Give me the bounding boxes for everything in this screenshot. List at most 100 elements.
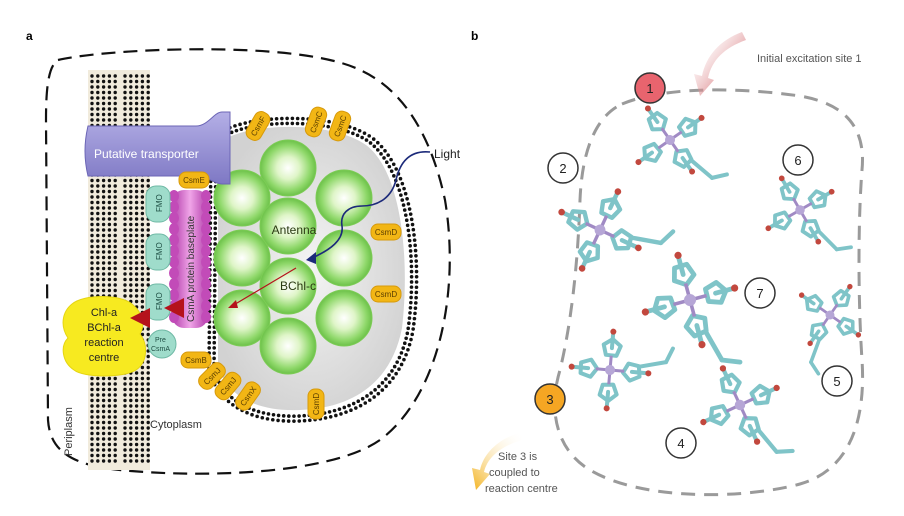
lipid-dot bbox=[412, 316, 417, 321]
lipid-dot bbox=[410, 222, 415, 227]
lipid-dot bbox=[261, 411, 266, 415]
lipid-dot bbox=[96, 415, 100, 419]
lipid-dot bbox=[129, 96, 133, 100]
site-5: 5 bbox=[821, 365, 853, 397]
lipid-dot bbox=[113, 448, 117, 452]
lipid-dot bbox=[414, 269, 419, 274]
lipid-dot bbox=[146, 118, 150, 122]
lipid-dot bbox=[101, 453, 106, 458]
lipid-dot bbox=[129, 398, 133, 403]
lipid-dot bbox=[90, 387, 94, 392]
lipid-dot bbox=[129, 200, 133, 205]
lipid-dot bbox=[413, 248, 418, 253]
lipid-dot bbox=[123, 426, 127, 430]
lipid-dot bbox=[113, 200, 117, 205]
lipid-dot bbox=[123, 118, 127, 122]
lipid-dot bbox=[134, 294, 139, 298]
bchl-molecule bbox=[635, 105, 729, 180]
lipid-dot bbox=[123, 437, 127, 441]
baseplate-label: CsmA protein baseplate bbox=[186, 215, 197, 322]
lipid-dot bbox=[101, 96, 106, 100]
lipid-dot bbox=[281, 414, 286, 418]
lipid-dot bbox=[107, 288, 112, 293]
reaction-centre: Chl-a BChl-a reaction centre bbox=[62, 296, 146, 377]
csma-label: CsmA bbox=[151, 346, 170, 353]
lipid-dot bbox=[323, 416, 328, 420]
csm-protein: CsmJ bbox=[214, 371, 242, 401]
lipid-dot bbox=[96, 250, 100, 254]
lipid-dot bbox=[96, 85, 100, 89]
lipid-dot bbox=[364, 138, 369, 142]
lipid-dot bbox=[134, 74, 139, 78]
lipid-dot bbox=[129, 250, 133, 254]
lipid-dot bbox=[134, 79, 139, 84]
lipid-dot bbox=[101, 189, 106, 194]
lipid-dot bbox=[356, 399, 361, 404]
light-path bbox=[311, 151, 431, 259]
lipid-dot bbox=[123, 288, 127, 293]
lipid-dot bbox=[129, 283, 133, 287]
csm-protein-body bbox=[214, 371, 242, 401]
lipid-dot bbox=[129, 211, 133, 216]
lipid-dot bbox=[301, 116, 305, 121]
lipid-dot bbox=[90, 420, 94, 425]
lipid-dot bbox=[413, 306, 418, 310]
baseplate-bump bbox=[169, 190, 179, 202]
lipid-dot bbox=[351, 131, 355, 136]
lipid-dot bbox=[140, 85, 145, 89]
lipid-dot bbox=[212, 340, 217, 345]
csm-protein-body bbox=[245, 111, 271, 141]
lipid-dot bbox=[207, 340, 212, 345]
lipid-dot bbox=[389, 157, 393, 162]
lipid-dot bbox=[134, 415, 139, 419]
lipid-dot bbox=[90, 398, 94, 403]
initial-excitation-arrow bbox=[694, 32, 746, 96]
lipid-dot bbox=[96, 420, 100, 425]
lipid-dot bbox=[140, 222, 145, 227]
fmo-3 bbox=[145, 283, 171, 321]
lipid-dot bbox=[269, 117, 274, 121]
lipid-dot bbox=[360, 396, 365, 401]
lipid-dot bbox=[113, 101, 117, 106]
lipid-dot bbox=[101, 420, 106, 425]
lipid-dot bbox=[407, 316, 412, 320]
baseplate-bump bbox=[169, 234, 179, 246]
lipid-dot bbox=[101, 283, 106, 287]
site-6: 6 bbox=[782, 144, 814, 176]
lipid-dot bbox=[90, 74, 94, 78]
lipid-dot bbox=[140, 371, 145, 375]
lipid-dot bbox=[379, 144, 384, 149]
lipid-dot bbox=[129, 294, 133, 298]
lipid-dot bbox=[134, 255, 139, 260]
lipid-dot bbox=[140, 299, 145, 304]
lipid-dot bbox=[302, 413, 307, 418]
csm-protein: CsmX bbox=[235, 381, 261, 411]
lipid-dot bbox=[123, 442, 127, 447]
lipid-dot bbox=[285, 116, 289, 121]
lipid-dot bbox=[295, 116, 300, 121]
lipid-dot bbox=[409, 269, 414, 274]
lipid-dot bbox=[90, 96, 94, 100]
lipid-dot bbox=[146, 222, 150, 227]
lipid-dot bbox=[140, 415, 145, 419]
lipid-dot bbox=[146, 79, 150, 84]
lipid-dot bbox=[146, 459, 150, 463]
lipid-dot bbox=[292, 419, 296, 423]
lipid-dot bbox=[96, 409, 100, 414]
lipid-dot bbox=[107, 79, 112, 84]
lipid-dot bbox=[408, 249, 413, 253]
lipid-dot bbox=[101, 222, 106, 227]
lipid-dot bbox=[113, 420, 117, 425]
lipid-dot bbox=[90, 112, 94, 117]
site-3: 3 bbox=[534, 383, 566, 415]
lipid-dot bbox=[382, 156, 386, 160]
lipid-dot bbox=[96, 96, 100, 100]
lipid-dot bbox=[292, 414, 296, 418]
lipid-dot bbox=[90, 90, 94, 95]
lipid-dot bbox=[134, 90, 139, 95]
lipid-dot bbox=[389, 169, 394, 173]
lipid-dot bbox=[107, 107, 112, 111]
lipid-dot bbox=[280, 121, 284, 126]
lipid-dot bbox=[101, 431, 106, 436]
lipid-dot bbox=[90, 206, 94, 210]
